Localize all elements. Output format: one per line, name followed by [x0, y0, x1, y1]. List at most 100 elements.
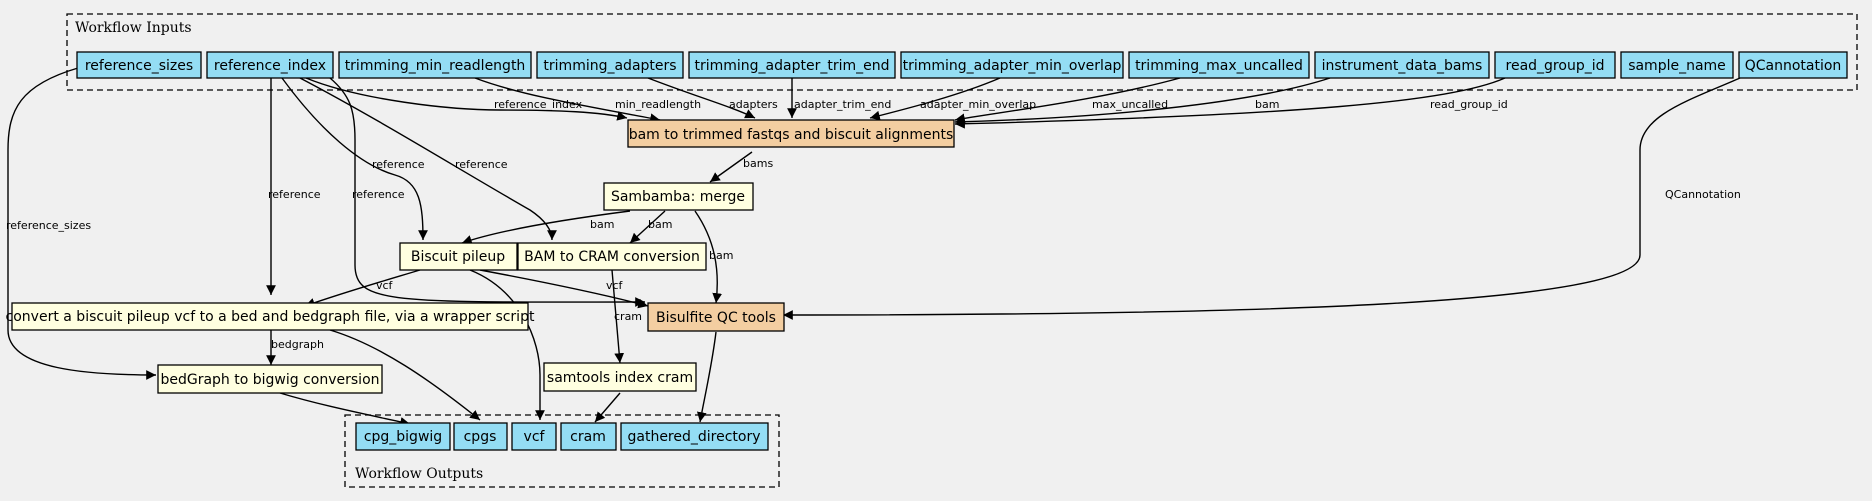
edge-reference-sizes — [7, 67, 157, 380]
input-trimming-adapter-min-overlap-label: trimming_adapter_min_overlap — [903, 58, 1122, 74]
edge-vcf-to-qc — [479, 269, 649, 309]
input-node-reference-sizes[interactable]: reference_sizes — [76, 51, 202, 79]
edge-cram-to-index — [611, 269, 625, 364]
edge-label-adapter-min-overlap: adapter_min_overlap — [920, 98, 1036, 111]
output-nodes: cpg_bigwig cpgs vcf cram gathered_direct… — [355, 422, 769, 451]
input-read-group-id-label: read_group_id — [1506, 58, 1605, 74]
edge-label-bams: bams — [743, 157, 773, 170]
output-vcf-label: vcf — [524, 429, 546, 445]
edge-index-to-cram-output — [594, 392, 621, 423]
edge-adapter-min-overlap — [869, 77, 1001, 121]
step-bisulfite-qc-label: Bisulfite QC tools — [656, 310, 776, 326]
input-trimming-min-readlength-label: trimming_min_readlength — [345, 58, 526, 74]
edge-label-ref-cram: reference — [455, 158, 508, 171]
edge-bams — [709, 151, 753, 183]
workflow-inputs-label: Workflow Inputs — [75, 20, 192, 36]
edge-read-group-id — [954, 77, 1506, 129]
output-node-cpgs[interactable]: cpgs — [453, 422, 508, 451]
input-qcannotation-label: QCannotation — [1745, 58, 1842, 74]
output-node-cpg-bigwig[interactable]: cpg_bigwig — [355, 422, 451, 451]
edge-label-cram-to-index: cram — [614, 310, 642, 323]
edge-label-vcf-to-bed: vcf — [376, 279, 394, 292]
edge-bam-input — [954, 77, 1331, 127]
input-nodes: reference_sizes reference_index trimming… — [76, 51, 1848, 79]
output-cpg-bigwig-label: cpg_bigwig — [364, 429, 442, 445]
edge-label-ref-qc: reference — [352, 188, 405, 201]
step-biscuit-pileup-label: Biscuit pileup — [411, 249, 505, 265]
edge-ref-to-qc — [329, 77, 646, 307]
edge-label-adapters: adapters — [729, 98, 778, 111]
step-node-bam-to-trimmed[interactable]: bam to trimmed fastqs and biscuit alignm… — [627, 119, 955, 148]
input-node-trimming-adapter-trim-end[interactable]: trimming_adapter_trim_end — [688, 51, 896, 79]
input-reference-index-label: reference_index — [214, 58, 326, 74]
edge-label-min-readlength: min_readlength — [615, 98, 701, 111]
edge-label-qcannotation: QCannotation — [1665, 188, 1741, 201]
edge-bam-to-qc — [694, 210, 723, 304]
output-cpgs-label: cpgs — [464, 429, 497, 445]
input-node-sample-name[interactable]: sample_name — [1620, 51, 1734, 79]
input-node-trimming-min-readlength[interactable]: trimming_min_readlength — [338, 51, 532, 79]
input-node-reference-index[interactable]: reference_index — [206, 51, 334, 79]
input-node-trimming-max-uncalled[interactable]: trimming_max_uncalled — [1128, 51, 1310, 79]
edge-min-readlength — [474, 77, 661, 124]
edge-label-ref-vcf2bed: reference — [268, 188, 321, 201]
edge-labels: reference_sizes reference_index min_read… — [6, 98, 1741, 351]
edge-label-reference-sizes: reference_sizes — [6, 219, 91, 232]
edge-label-bedgraph: bedgraph — [271, 338, 324, 351]
input-reference-sizes-label: reference_sizes — [85, 58, 193, 74]
input-trimming-max-uncalled-label: trimming_max_uncalled — [1135, 58, 1303, 74]
edge-label-adapter-trim-end: adapter_trim_end — [794, 98, 891, 111]
step-nodes: bam to trimmed fastqs and biscuit alignm… — [6, 119, 955, 394]
input-node-trimming-adapters[interactable]: trimming_adapters — [536, 51, 684, 79]
input-trimming-adapters-label: trimming_adapters — [543, 58, 676, 74]
output-node-vcf[interactable]: vcf — [511, 422, 557, 451]
edge-max-uncalled — [954, 77, 1181, 124]
workflow-inputs-cluster: Workflow Inputs — [66, 13, 1858, 91]
input-node-instrument-data-bams[interactable]: instrument_data_bams — [1314, 51, 1490, 79]
edge-qc-to-gathered — [696, 331, 717, 423]
input-instrument-data-bams-label: instrument_data_bams — [1322, 58, 1483, 74]
edge-bam-to-pileup — [461, 210, 631, 245]
step-vcf-to-bed-label: convert a biscuit pileup vcf to a bed an… — [6, 309, 535, 325]
input-node-read-group-id[interactable]: read_group_id — [1494, 51, 1616, 79]
step-node-samtools-index[interactable]: samtools index cram — [543, 362, 697, 392]
edge-label-reference-index: reference_index — [494, 98, 583, 111]
step-node-bedgraph-to-bigwig[interactable]: bedGraph to bigwig conversion — [157, 364, 383, 394]
step-bam-to-trimmed-label: bam to trimmed fastqs and biscuit alignm… — [629, 127, 954, 143]
output-gathered-directory-label: gathered_directory — [627, 429, 760, 445]
edge-label-bam-cram: bam — [648, 218, 672, 231]
step-samtools-index-label: samtools index cram — [547, 370, 693, 386]
edge-reference-index-to-trim — [305, 77, 628, 121]
input-node-trimming-adapter-min-overlap[interactable]: trimming_adapter_min_overlap — [900, 51, 1124, 79]
edge-label-read-group-id: read_group_id — [1430, 98, 1508, 111]
step-bam-to-cram-label: BAM to CRAM conversion — [524, 249, 700, 265]
step-node-biscuit-pileup[interactable]: Biscuit pileup — [399, 242, 518, 271]
workflow-outputs-cluster: Workflow Outputs — [344, 414, 780, 488]
edge-adapters — [647, 77, 756, 119]
edge-label-max-uncalled: max_uncalled — [1092, 98, 1168, 111]
edge-ref-to-cram — [299, 77, 557, 241]
edge-bigwig-to-output — [279, 392, 411, 427]
edge-bam-to-cram — [629, 210, 666, 244]
output-cram-label: cram — [570, 429, 606, 445]
edge-vcf-to-output — [469, 269, 545, 420]
output-node-gathered-directory[interactable]: gathered_directory — [620, 422, 769, 451]
step-bedgraph-to-bigwig-label: bedGraph to bigwig conversion — [160, 372, 379, 388]
edge-vcf-to-bed — [304, 269, 421, 308]
input-sample-name-label: sample_name — [1628, 58, 1726, 74]
edge-label-vcf-to-qc: vcf — [606, 279, 624, 292]
input-trimming-adapter-trim-end-label: trimming_adapter_trim_end — [695, 58, 890, 74]
edge-label-ref-pileup: reference — [372, 158, 425, 171]
edges — [7, 67, 1741, 427]
output-node-cram[interactable]: cram — [560, 422, 617, 451]
step-node-bam-to-cram[interactable]: BAM to CRAM conversion — [517, 242, 707, 271]
edge-qcannotation — [782, 77, 1741, 320]
step-node-bisulfite-qc[interactable]: Bisulfite QC tools — [647, 302, 785, 332]
step-node-sambamba-merge[interactable]: Sambamba: merge — [603, 182, 754, 211]
edge-label-bam-input: bam — [1255, 98, 1279, 111]
edge-label-bam-qc: bam — [709, 249, 733, 262]
input-node-qcannotation[interactable]: QCannotation — [1738, 51, 1848, 79]
edge-ref-to-pileup — [281, 77, 428, 241]
step-node-vcf-to-bed[interactable]: convert a biscuit pileup vcf to a bed an… — [6, 302, 535, 331]
